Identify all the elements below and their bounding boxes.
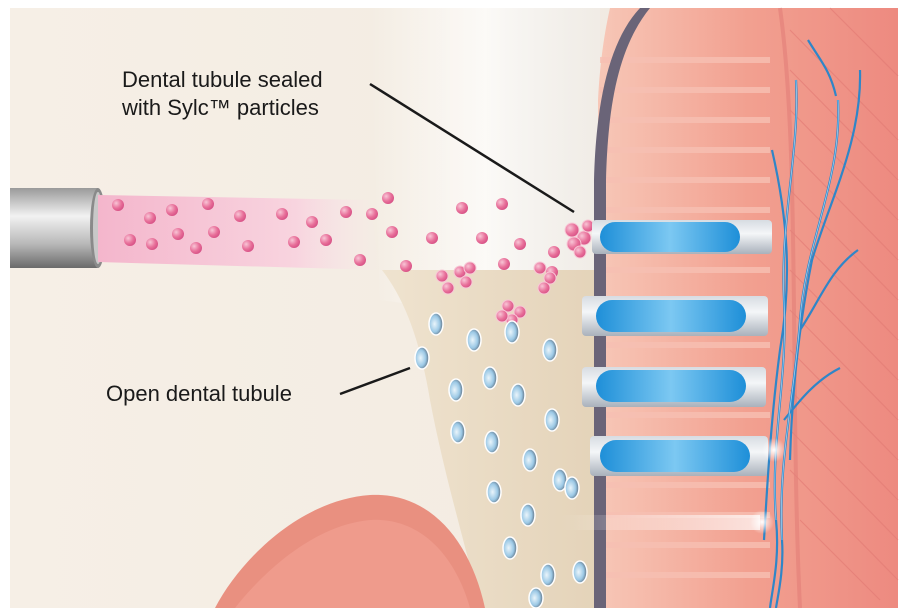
sealed-tubule-label: Dental tubule sealed with Sylc™ particle… <box>122 66 323 122</box>
applicator-nozzle <box>10 188 106 268</box>
tubule-4 <box>590 436 768 476</box>
sealed-label-line1: Dental tubule sealed <box>122 66 323 94</box>
sealed-label-line2: with Sylc™ particles <box>122 94 323 122</box>
nerve-spark-1 <box>762 438 786 462</box>
tubule-1 <box>592 220 772 254</box>
open-tubule-label: Open dental tubule <box>106 380 292 408</box>
tubule-2 <box>582 296 768 336</box>
particle-stream <box>98 195 380 270</box>
pain-signal-beam <box>560 515 760 530</box>
tubule-3 <box>582 367 766 407</box>
nerve-spark-2 <box>750 510 774 534</box>
